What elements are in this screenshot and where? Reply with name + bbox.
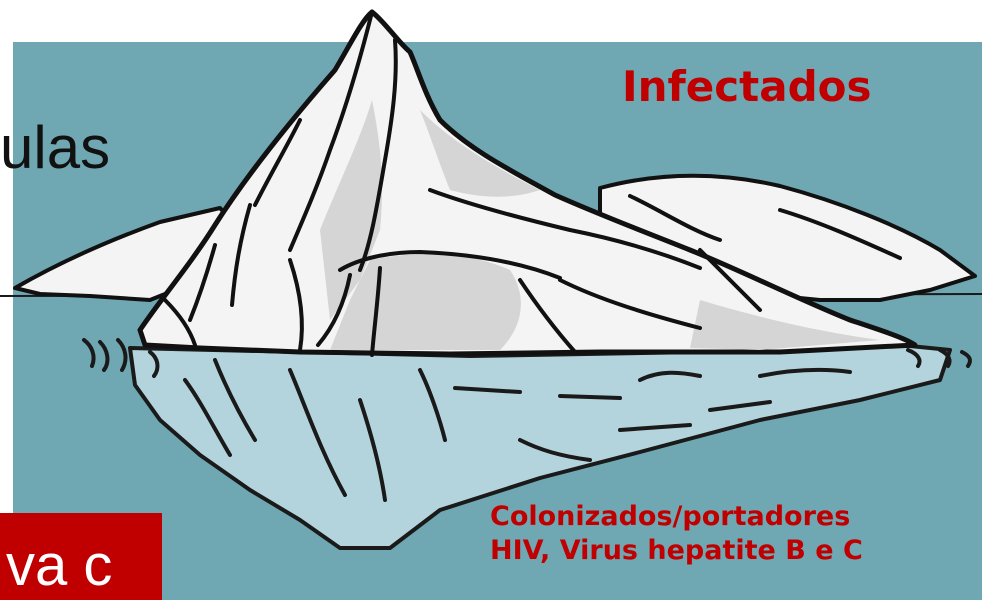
- partial-slide-text: ulas: [0, 118, 110, 178]
- colonized-label: Colonizados/portadores HIV, Virus hepati…: [490, 500, 863, 568]
- infected-label: Infectados: [622, 66, 872, 108]
- colonized-label-line: Colonizados/portadores: [490, 500, 863, 534]
- red-text-box: va c: [0, 513, 162, 600]
- red-box-text: va c: [6, 537, 112, 595]
- colonized-label-line: HIV, Virus hepatite B e C: [490, 534, 863, 568]
